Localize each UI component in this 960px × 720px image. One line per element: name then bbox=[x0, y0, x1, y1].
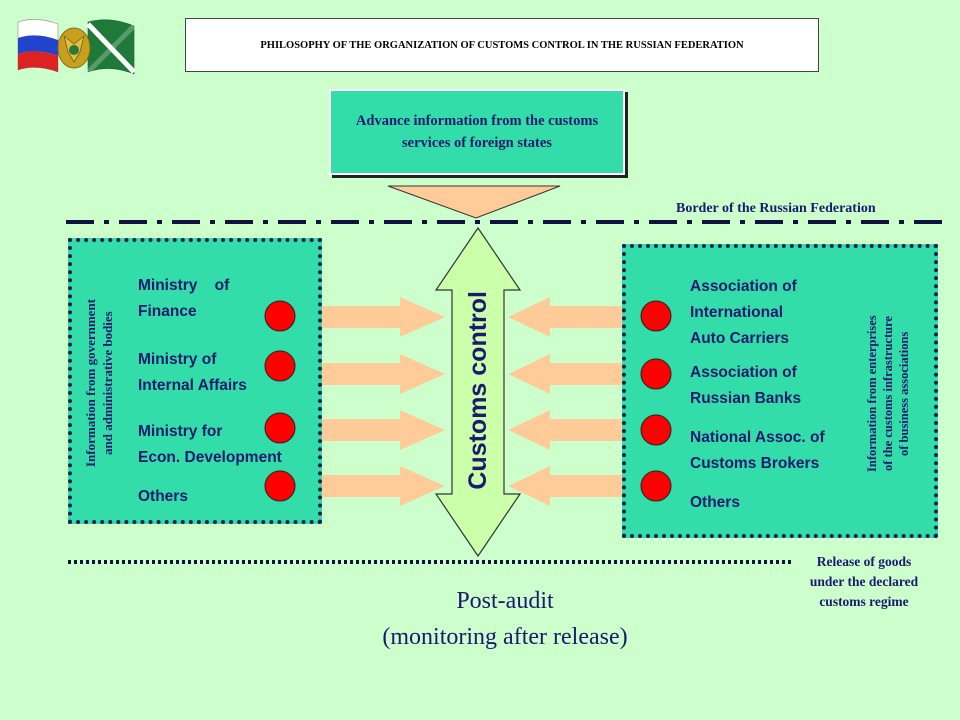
left-panel-side-label: Information from government and administ… bbox=[82, 258, 122, 508]
left-arrow-1 bbox=[310, 297, 445, 337]
right-item-1-line-1: Association of bbox=[690, 278, 797, 295]
right-item-4-line-1: Others bbox=[690, 494, 740, 511]
left-arrow-2 bbox=[310, 354, 445, 394]
left-item-4-line-1: Others bbox=[138, 488, 188, 505]
left-side-label-1: Information from government bbox=[83, 299, 98, 468]
customs-control-arrow bbox=[434, 226, 522, 558]
page-title: PHILOSOPHY OF THE ORGANIZATION OF CUSTOM… bbox=[260, 39, 744, 51]
right-side-label-2: of the customs infrastructure bbox=[881, 316, 895, 472]
left-item-2-line-1: Ministry of bbox=[138, 351, 217, 368]
right-arrow-4 bbox=[508, 466, 632, 506]
left-item-2: Ministry of Internal Affairs bbox=[138, 347, 247, 399]
title-box: PHILOSOPHY OF THE ORGANIZATION OF CUSTOM… bbox=[185, 18, 819, 72]
right-side-label-1: Information from enterprises bbox=[865, 315, 879, 473]
left-item-3-line-2: Econ. Development bbox=[138, 449, 282, 466]
left-item-2-line-2: Internal Affairs bbox=[138, 377, 247, 394]
coat-of-arms-icon bbox=[57, 27, 91, 69]
right-arrow-1 bbox=[508, 297, 632, 337]
customs-control-label: Customs control bbox=[458, 270, 498, 510]
right-item-2-line-2: Russian Banks bbox=[690, 390, 802, 407]
customs-control-text: Customs control bbox=[463, 290, 492, 490]
russian-flag-icon bbox=[17, 19, 59, 73]
release-label: Release of goods under the declared cust… bbox=[784, 552, 944, 612]
right-item-3-line-1: National Assoc. of bbox=[690, 429, 825, 446]
customs-flag-icon bbox=[86, 19, 136, 75]
right-arrow-2 bbox=[508, 354, 632, 394]
right-panel-side-label: Information from enterprises of the cust… bbox=[864, 268, 930, 520]
left-arrow-4 bbox=[310, 466, 445, 506]
post-audit-line-1: Post-audit bbox=[456, 588, 554, 614]
left-item-4: Others bbox=[138, 484, 188, 510]
left-item-3-line-1: Ministry for bbox=[138, 423, 223, 440]
post-audit-line-2: (monitoring after release) bbox=[382, 624, 628, 650]
right-item-4: Others bbox=[690, 490, 740, 516]
right-arrow-3 bbox=[508, 410, 632, 450]
left-item-3: Ministry for Econ. Development bbox=[138, 419, 282, 471]
left-arrows bbox=[310, 297, 445, 506]
left-item-1-line-1: Ministry of bbox=[138, 277, 230, 294]
right-side-label-3: of business associations bbox=[897, 331, 911, 457]
right-item-1-line-2: International bbox=[690, 304, 784, 321]
advance-info-box: Advance information from the customs ser… bbox=[329, 89, 625, 175]
left-arrow-3 bbox=[310, 410, 445, 450]
right-item-2-line-1: Association of bbox=[690, 364, 797, 381]
right-arrows bbox=[508, 297, 632, 506]
advance-down-arrow bbox=[387, 185, 561, 219]
right-item-1-line-3: Auto Carriers bbox=[690, 330, 790, 347]
logo-flags bbox=[17, 19, 136, 75]
left-panel: Information from government and administ… bbox=[68, 238, 322, 524]
release-line-2: under the declared bbox=[809, 574, 919, 589]
border-label: Border of the Russian Federation bbox=[676, 201, 876, 216]
right-item-3: National Assoc. of Customs Brokers bbox=[690, 425, 825, 477]
left-item-1-line-2: Finance bbox=[138, 303, 197, 320]
right-item-3-line-2: Customs Brokers bbox=[690, 455, 820, 472]
advance-info-text: Advance information from the customs ser… bbox=[355, 113, 599, 151]
left-side-label-2: and administrative bodies bbox=[100, 311, 115, 455]
post-audit: Post-audit (monitoring after release) bbox=[330, 583, 680, 655]
right-item-1: Association of International Auto Carrie… bbox=[690, 274, 797, 352]
left-item-1: Ministry of Finance bbox=[138, 273, 229, 325]
release-line-1: Release of goods bbox=[816, 554, 912, 569]
release-line-3: customs regime bbox=[819, 594, 909, 609]
right-panel: Association of International Auto Carrie… bbox=[622, 244, 938, 538]
right-item-2: Association of Russian Banks bbox=[690, 360, 801, 412]
